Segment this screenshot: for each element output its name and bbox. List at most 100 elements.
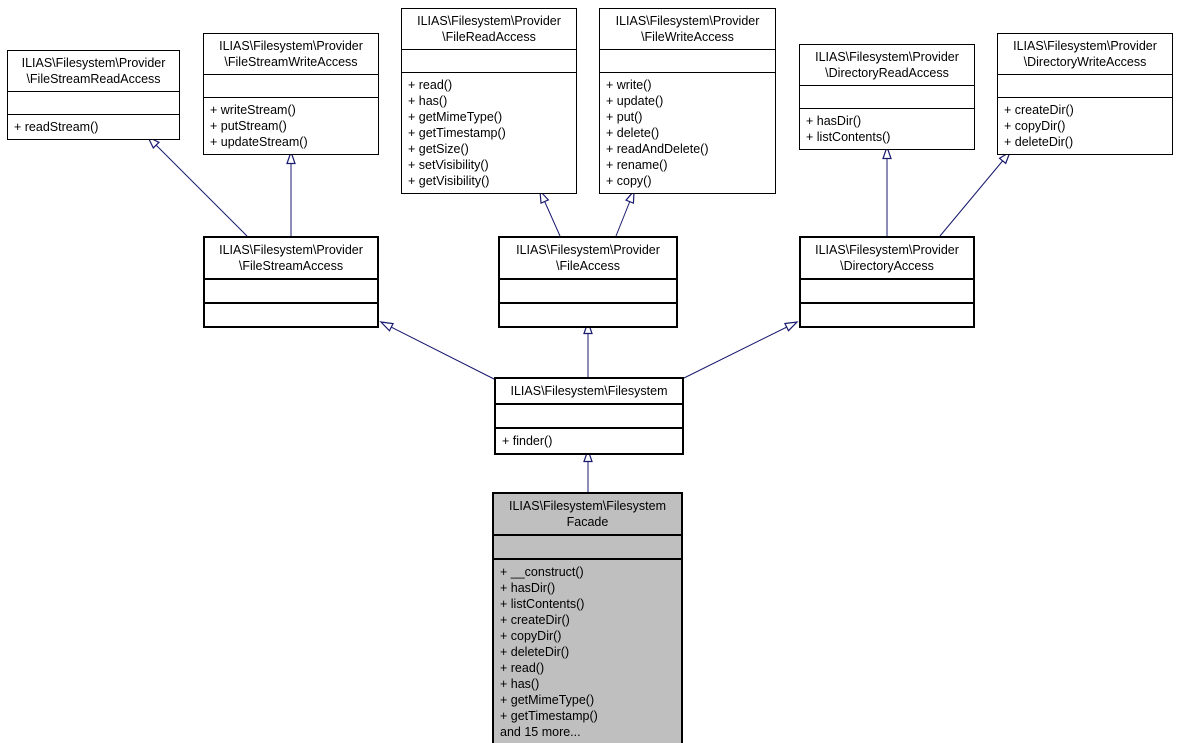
class-method: + copyDir() xyxy=(1004,119,1066,133)
inheritance-arrow-filesystem-to-directory-access xyxy=(679,321,799,381)
class-title-line: \DirectoryWriteAccess xyxy=(1023,55,1147,69)
class-attributes-section xyxy=(8,92,179,115)
class-methods-section xyxy=(500,304,676,326)
class-title-line: ILIAS\Filesystem\Filesystem xyxy=(510,384,668,398)
class-methods-section: + __construct()+ hasDir()+ listContents(… xyxy=(494,560,681,743)
class-methods-section: + readStream() xyxy=(8,115,179,139)
class-title-line: ILIAS\Filesystem\Provider xyxy=(1013,39,1157,53)
class-attributes-section xyxy=(800,86,974,109)
class-method: + getMimeType() xyxy=(408,110,503,124)
class-title: ILIAS\Filesystem\Provider\DirectoryReadA… xyxy=(800,45,974,86)
class-title-line: ILIAS\Filesystem\Provider xyxy=(219,39,363,53)
class-attributes-section xyxy=(402,50,576,73)
class-title-line: \FileReadAccess xyxy=(442,30,536,44)
class-method: + hasDir() xyxy=(806,114,862,128)
class-methods-section xyxy=(801,304,973,326)
class-method: + deleteDir() xyxy=(1004,135,1074,149)
class-title-line: ILIAS\Filesystem\Provider xyxy=(516,243,660,257)
class-title-line: ILIAS\Filesystem\Provider xyxy=(815,243,959,257)
class-attributes-section xyxy=(494,536,681,560)
class-title: ILIAS\Filesystem\Provider \FileStreamAcce… xyxy=(205,238,377,280)
class-title: ILIAS\Filesystem\Filesystem xyxy=(496,379,682,405)
class-method: + deleteDir() xyxy=(500,645,570,659)
class-title: ILIAS\Filesystem\Provider \FileReadAccess xyxy=(402,9,576,50)
class-method: + read() xyxy=(408,78,453,92)
class-method: + copyDir() xyxy=(500,629,562,643)
class-attributes-section xyxy=(801,280,973,304)
class-methods-section: + writeStream() + putStream() + updateStre… xyxy=(204,98,378,154)
class-method: + updateStream() xyxy=(210,135,308,149)
class-method: and 15 more... xyxy=(500,725,581,739)
class-title-line: \FileAccess xyxy=(556,259,620,273)
class-method: + delete() xyxy=(606,126,660,140)
class-method: + __construct() xyxy=(500,565,584,579)
class-method: + getSize() xyxy=(408,142,469,156)
class-method: + readAndDelete() xyxy=(606,142,709,156)
class-methods-section xyxy=(205,304,377,326)
class-methods-section: + write()+ update()+ put()+ delete()+ re… xyxy=(600,73,775,193)
class-method: + listContents() xyxy=(806,130,891,144)
class-method: + put() xyxy=(606,110,643,124)
class-title: ILIAS\Filesystem\Provider \FileAccess xyxy=(500,238,676,280)
inheritance-arrow-file-access-to-file-write-access xyxy=(615,189,635,237)
class-attributes-section xyxy=(998,75,1172,98)
class-method: + copy() xyxy=(606,174,652,188)
class-method: + read() xyxy=(500,661,545,675)
class-method: + finder() xyxy=(502,434,553,448)
class-title-line: \DirectoryAccess xyxy=(840,259,934,273)
class-attributes-section xyxy=(205,280,377,304)
class-title: ILIAS\Filesystem\Provider \DirectoryWrite… xyxy=(998,34,1172,75)
class-title: ILIAS\Filesystem\Provider \FileWriteAcces… xyxy=(600,9,775,50)
class-method: + setVisibility() xyxy=(408,158,489,172)
class-title-line: Facade xyxy=(566,515,609,529)
class-title-line: ILIAS\Filesystem\Provider xyxy=(219,243,363,257)
class-node-directory-read-access[interactable]: ILIAS\Filesystem\Provider\DirectoryReadA… xyxy=(799,44,975,150)
class-title-line: \FileStreamWriteAccess xyxy=(224,55,358,69)
class-method: + createDir() xyxy=(500,613,570,627)
class-method: + putStream() xyxy=(210,119,287,133)
class-methods-section: + finder() xyxy=(496,429,682,453)
class-method: + rename() xyxy=(606,158,668,172)
class-title: ILIAS\Filesystem\Provider \DirectoryAcces… xyxy=(801,238,973,280)
class-title-line: ILIAS\Filesystem\Provider xyxy=(21,56,166,70)
class-title: ILIAS\Filesystem\Provider \FileStreamWrit… xyxy=(204,34,378,75)
class-node-file-access[interactable]: ILIAS\Filesystem\Provider \FileAccess xyxy=(498,236,678,328)
class-title-line: ILIAS\Filesystem\Provider xyxy=(615,14,760,28)
class-method: + createDir() xyxy=(1004,103,1074,117)
class-method: + readStream() xyxy=(14,120,99,134)
class-method: + getTimestamp() xyxy=(500,709,598,723)
class-node-file-read-access[interactable]: ILIAS\Filesystem\Provider \FileReadAccess… xyxy=(401,8,577,194)
class-method: + getMimeType() xyxy=(500,693,595,707)
class-attributes-section xyxy=(496,405,682,429)
class-node-directory-write-access[interactable]: ILIAS\Filesystem\Provider \DirectoryWrite… xyxy=(997,33,1173,155)
class-attributes-section xyxy=(204,75,378,98)
inheritance-arrow-file-access-to-file-read-access xyxy=(539,189,561,237)
class-method: + has() xyxy=(500,677,540,691)
class-methods-section: + hasDir() + listContents() xyxy=(800,109,974,149)
inheritance-arrow-directory-access-to-directory-write-access xyxy=(939,150,1012,237)
inheritance-arrow-filesystem-to-file-stream-access xyxy=(379,321,497,381)
class-method: + write() xyxy=(606,78,652,92)
class-attributes-section xyxy=(600,50,775,73)
class-node-file-stream-read-access[interactable]: ILIAS\Filesystem\Provider\FileStreamRead… xyxy=(7,50,180,140)
class-title-line: \FileWriteAccess xyxy=(641,30,734,44)
class-node-filesystem[interactable]: ILIAS\Filesystem\Filesystem + finder() xyxy=(494,377,684,455)
class-method: + has() xyxy=(408,94,448,108)
class-method: + getVisibility() xyxy=(408,174,490,188)
inheritance-arrow-file-stream-access-to-file-stream-read-access xyxy=(146,135,248,237)
class-title-line: \FileStreamAccess xyxy=(238,259,344,273)
class-title-line: ILIAS\Filesystem\Provider xyxy=(815,50,959,64)
class-node-file-write-access[interactable]: ILIAS\Filesystem\Provider \FileWriteAcces… xyxy=(599,8,776,194)
class-title-line: ILIAS\Filesystem\Provider xyxy=(417,14,561,28)
class-title: ILIAS\Filesystem\Provider\FileStreamRead… xyxy=(8,51,179,92)
class-node-directory-access[interactable]: ILIAS\Filesystem\Provider \DirectoryAcces… xyxy=(799,236,975,328)
class-method: + writeStream() xyxy=(210,103,296,117)
class-attributes-section xyxy=(500,280,676,304)
class-node-file-stream-access[interactable]: ILIAS\Filesystem\Provider \FileStreamAcce… xyxy=(203,236,379,328)
class-node-file-stream-write-access[interactable]: ILIAS\Filesystem\Provider \FileStreamWrit… xyxy=(203,33,379,155)
class-methods-section: + read()+ has()+ getMimeType()+ getTimes… xyxy=(402,73,576,193)
